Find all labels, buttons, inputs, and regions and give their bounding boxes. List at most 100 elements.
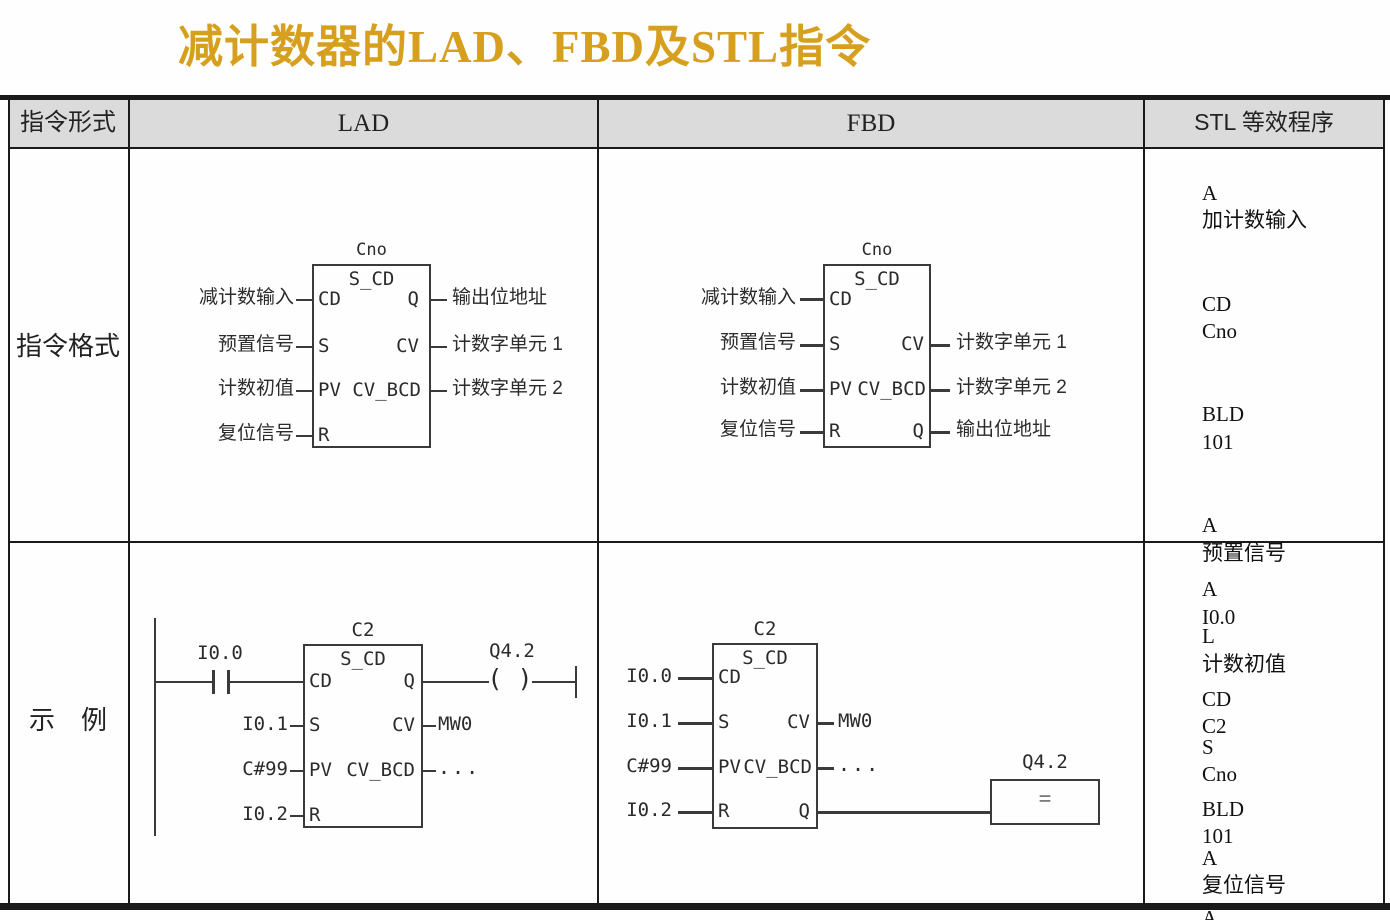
lad-example-value-s: I0.1 (242, 713, 288, 735)
stl-example-program: A I0.0 CD C2 BLD 101 A I0.1 L C#99 (1160, 549, 1380, 920)
fbd-example-value-cvbcd: ... (838, 752, 881, 776)
stl-op: A (1202, 513, 1218, 538)
page-title: 减计数器的LAD、FBD及STL指令 (178, 22, 872, 72)
lad-example-pin-cvbcd: CV_BCD (346, 759, 415, 781)
wire (678, 767, 712, 770)
stl-operand: 加计数输入 (1202, 208, 1307, 233)
column-line-3 (1143, 95, 1145, 903)
lad-format-pin-pv: PV (318, 379, 341, 401)
wire (290, 815, 303, 817)
stl-operand: Cno (1202, 319, 1238, 344)
stl-line: L 计数初值 (1160, 595, 1380, 706)
lad-format-pin-cd: CD (318, 288, 341, 310)
fbd-format-pin-cd: CD (829, 288, 852, 310)
fbd-example-assign-address: Q4.2 (1022, 751, 1068, 773)
row-label-format: 指令格式 (15, 331, 120, 361)
fbd-format-pin-cv: CV (901, 333, 924, 355)
lad-format-pin-q: Q (407, 288, 419, 310)
stl-line: BLD 101 (1160, 374, 1380, 485)
lad-format-label-r: 复位信号 (217, 423, 294, 444)
fbd-example-pin-cv: CV (787, 711, 810, 733)
wire (290, 770, 303, 772)
fbd-format-pin-s: S (829, 333, 841, 355)
wire (431, 299, 447, 301)
lad-example-value-cvbcd: ... (438, 755, 481, 779)
stl-operand: I0.0 (1202, 604, 1236, 629)
stl-operand: C2 (1202, 714, 1227, 739)
fbd-format-counter-number: Cno (861, 240, 893, 260)
lad-example-pin-r: R (309, 804, 321, 826)
stl-line: A 加计数输入 (1160, 152, 1380, 263)
wire (816, 767, 834, 770)
lad-format-label-cv: 计数字单元 1 (452, 334, 563, 355)
stl-line: CD C2 (1160, 659, 1380, 769)
stl-op: A (1202, 906, 1218, 920)
wire (931, 344, 950, 347)
stl-line: BLD 101 (1160, 768, 1380, 878)
lad-format-pin-cvbcd: CV_BCD (352, 379, 421, 401)
lad-power-rail-right (575, 666, 577, 698)
fbd-format-block (823, 264, 931, 448)
fbd-format-label-s: 预置信号 (719, 332, 796, 353)
fbd-format-label-q: 输出位地址 (956, 419, 1052, 440)
stl-op: A (1202, 180, 1218, 205)
fbd-example-value-pv: C#99 (626, 755, 672, 777)
stl-line: CD Cno (1160, 263, 1380, 374)
lad-example-pin-pv: PV (309, 759, 332, 781)
wire (678, 722, 712, 725)
stl-line: A I0.1 (1160, 878, 1380, 920)
lad-format-pin-cv: CV (396, 335, 419, 357)
fbd-example-pin-cd: CD (718, 666, 741, 688)
wire (678, 811, 712, 814)
stl-operand: Cno (1202, 762, 1238, 787)
header-background (10, 100, 1383, 147)
lad-example-pin-s: S (309, 714, 321, 736)
wire (800, 431, 823, 434)
lad-format-counter-number: Cno (356, 240, 387, 260)
fbd-format-pin-pv: PV (829, 378, 852, 400)
fbd-example-pin-pv: PV (718, 756, 741, 778)
wire (931, 431, 950, 434)
stl-line: A I0.0 (1160, 549, 1380, 659)
wire (800, 389, 823, 392)
stl-format-program: A 加计数输入 CD Cno BLD 101 A 预置信号 L 计数初值 (1160, 152, 1380, 920)
lad-example-pin-q: Q (403, 670, 415, 692)
fbd-example-value-cd: I0.0 (626, 665, 672, 687)
stl-op: CD (1202, 291, 1232, 316)
lad-format-pin-r: R (318, 424, 330, 446)
wire (678, 677, 712, 680)
fbd-format-label-cd: 减计数输入 (700, 287, 796, 308)
fbd-example-pin-q: Q (798, 800, 810, 822)
stl-op: BLD (1202, 402, 1244, 427)
lad-format-label-cd: 减计数输入 (198, 287, 294, 308)
wire (296, 390, 312, 392)
wire (421, 770, 436, 772)
stl-line: S Cno (1160, 706, 1380, 817)
stl-operand: 101 (1202, 430, 1234, 455)
header-stl: STL 等效程序 (1194, 109, 1334, 135)
stl-op: S (1202, 734, 1214, 759)
fbd-example-pin-cvbcd: CV_BCD (743, 756, 812, 778)
header-lad: LAD (337, 110, 390, 137)
table-top-border (0, 95, 1390, 100)
wire (296, 346, 312, 348)
stl-line: A 预置信号 (1160, 484, 1380, 595)
lad-power-rail-left (154, 618, 156, 836)
lad-example-pin-cd: CD (309, 670, 332, 692)
header-instruction-form: 指令形式 (20, 109, 116, 136)
fbd-example-assign-op: = (1038, 786, 1052, 811)
lad-example-contact-address: I0.0 (197, 642, 243, 664)
fbd-example-value-r: I0.2 (626, 799, 672, 821)
wire (800, 344, 823, 347)
fbd-example-assign-box (990, 779, 1100, 825)
lad-example-value-r: I0.2 (242, 803, 288, 825)
wire (532, 681, 575, 683)
wire (931, 389, 950, 392)
fbd-example-counter-number: C2 (753, 618, 777, 640)
lad-example-counter-number: C2 (351, 619, 375, 641)
fbd-example-value-s: I0.1 (626, 710, 672, 732)
lad-format-label-cvbcd: 计数字单元 2 (452, 378, 563, 399)
stl-operand: 101 (1202, 824, 1234, 849)
fbd-format-label-r: 复位信号 (719, 419, 796, 440)
